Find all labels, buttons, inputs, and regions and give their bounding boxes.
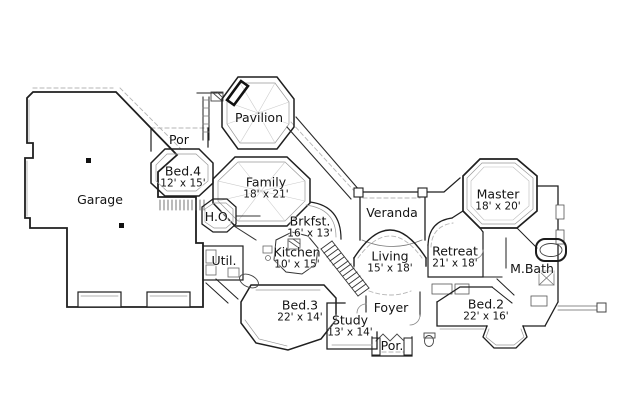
kitchen-sink-icon — [262, 245, 273, 261]
kitchen-island-icon — [287, 238, 301, 250]
bed2-room — [436, 286, 546, 349]
room-label-master-bath: M.Bath — [510, 261, 554, 277]
walkway-diagonal — [286, 116, 361, 200]
room-label-porch-top: Por — [169, 132, 189, 148]
trellis-rungs — [202, 99, 210, 133]
kitchen-room — [233, 215, 319, 275]
laundry-fixtures — [205, 249, 240, 278]
pavilion-entry-slab — [225, 79, 250, 107]
room-label-home-office: H.O. — [204, 209, 232, 225]
bed4-stairs-hatch — [159, 199, 205, 211]
master-octagon — [462, 158, 538, 229]
trellis-walk — [196, 92, 224, 141]
utility-room — [202, 245, 244, 281]
room-label-utility: Util. — [211, 253, 237, 269]
veranda — [359, 177, 461, 241]
home-office-inner — [204, 202, 234, 229]
veranda-corner-blocks — [353, 187, 428, 198]
family-ceiling-spokes — [217, 161, 306, 222]
bathtub-icon — [535, 238, 567, 262]
dashed-overhangs — [32, 87, 454, 353]
garage-outline — [24, 91, 204, 308]
fence-line — [557, 305, 598, 311]
room-label-foyer: Foyer — [373, 300, 409, 316]
room-label-veranda: Veranda — [366, 205, 418, 221]
porch-top — [150, 127, 209, 152]
retreat-room — [427, 210, 484, 278]
mbath-walls — [482, 227, 538, 304]
fence-post — [596, 302, 607, 313]
study-room — [326, 302, 378, 350]
porch-arch-zigzag — [375, 333, 405, 342]
bath-corridor-walls — [205, 278, 239, 304]
window-marks — [555, 204, 565, 245]
dresser-icon — [530, 295, 548, 307]
bed3-room — [240, 284, 337, 351]
door-arcs — [356, 249, 484, 326]
garden-tub-icon — [239, 273, 259, 289]
home-office-room — [201, 198, 237, 233]
retreat-closet-shelves — [431, 283, 470, 295]
room-label-breakfast: Brkfst.16' x 13' — [287, 213, 333, 240]
family-room — [212, 156, 311, 227]
stairs-hatch — [320, 240, 370, 297]
bed4-ceiling-lines — [155, 153, 209, 192]
breakfast-bay — [309, 201, 342, 240]
room-label-garage: Garage — [77, 192, 123, 208]
toilet-icon — [423, 332, 436, 347]
garage-columns — [86, 158, 124, 228]
room-label-porch-bottom: Por. — [380, 338, 404, 354]
garage-window-lines — [26, 99, 188, 297]
shower-icon — [538, 270, 555, 286]
room-label-pavilion: Pavilion — [234, 110, 284, 126]
bed2-bay-inner — [439, 328, 525, 346]
breakfast-bay-inner — [305, 204, 337, 238]
master-ceiling-lines-2 — [470, 166, 530, 221]
pavilion-octagon — [221, 76, 295, 150]
garage-door-bays — [77, 291, 191, 308]
master-ceiling-lines — [466, 162, 534, 225]
pavilion-roof-spokes — [226, 82, 290, 144]
porch-columns — [371, 337, 413, 356]
bed3-inner-lines — [244, 289, 321, 347]
living-bow-window — [353, 229, 427, 267]
